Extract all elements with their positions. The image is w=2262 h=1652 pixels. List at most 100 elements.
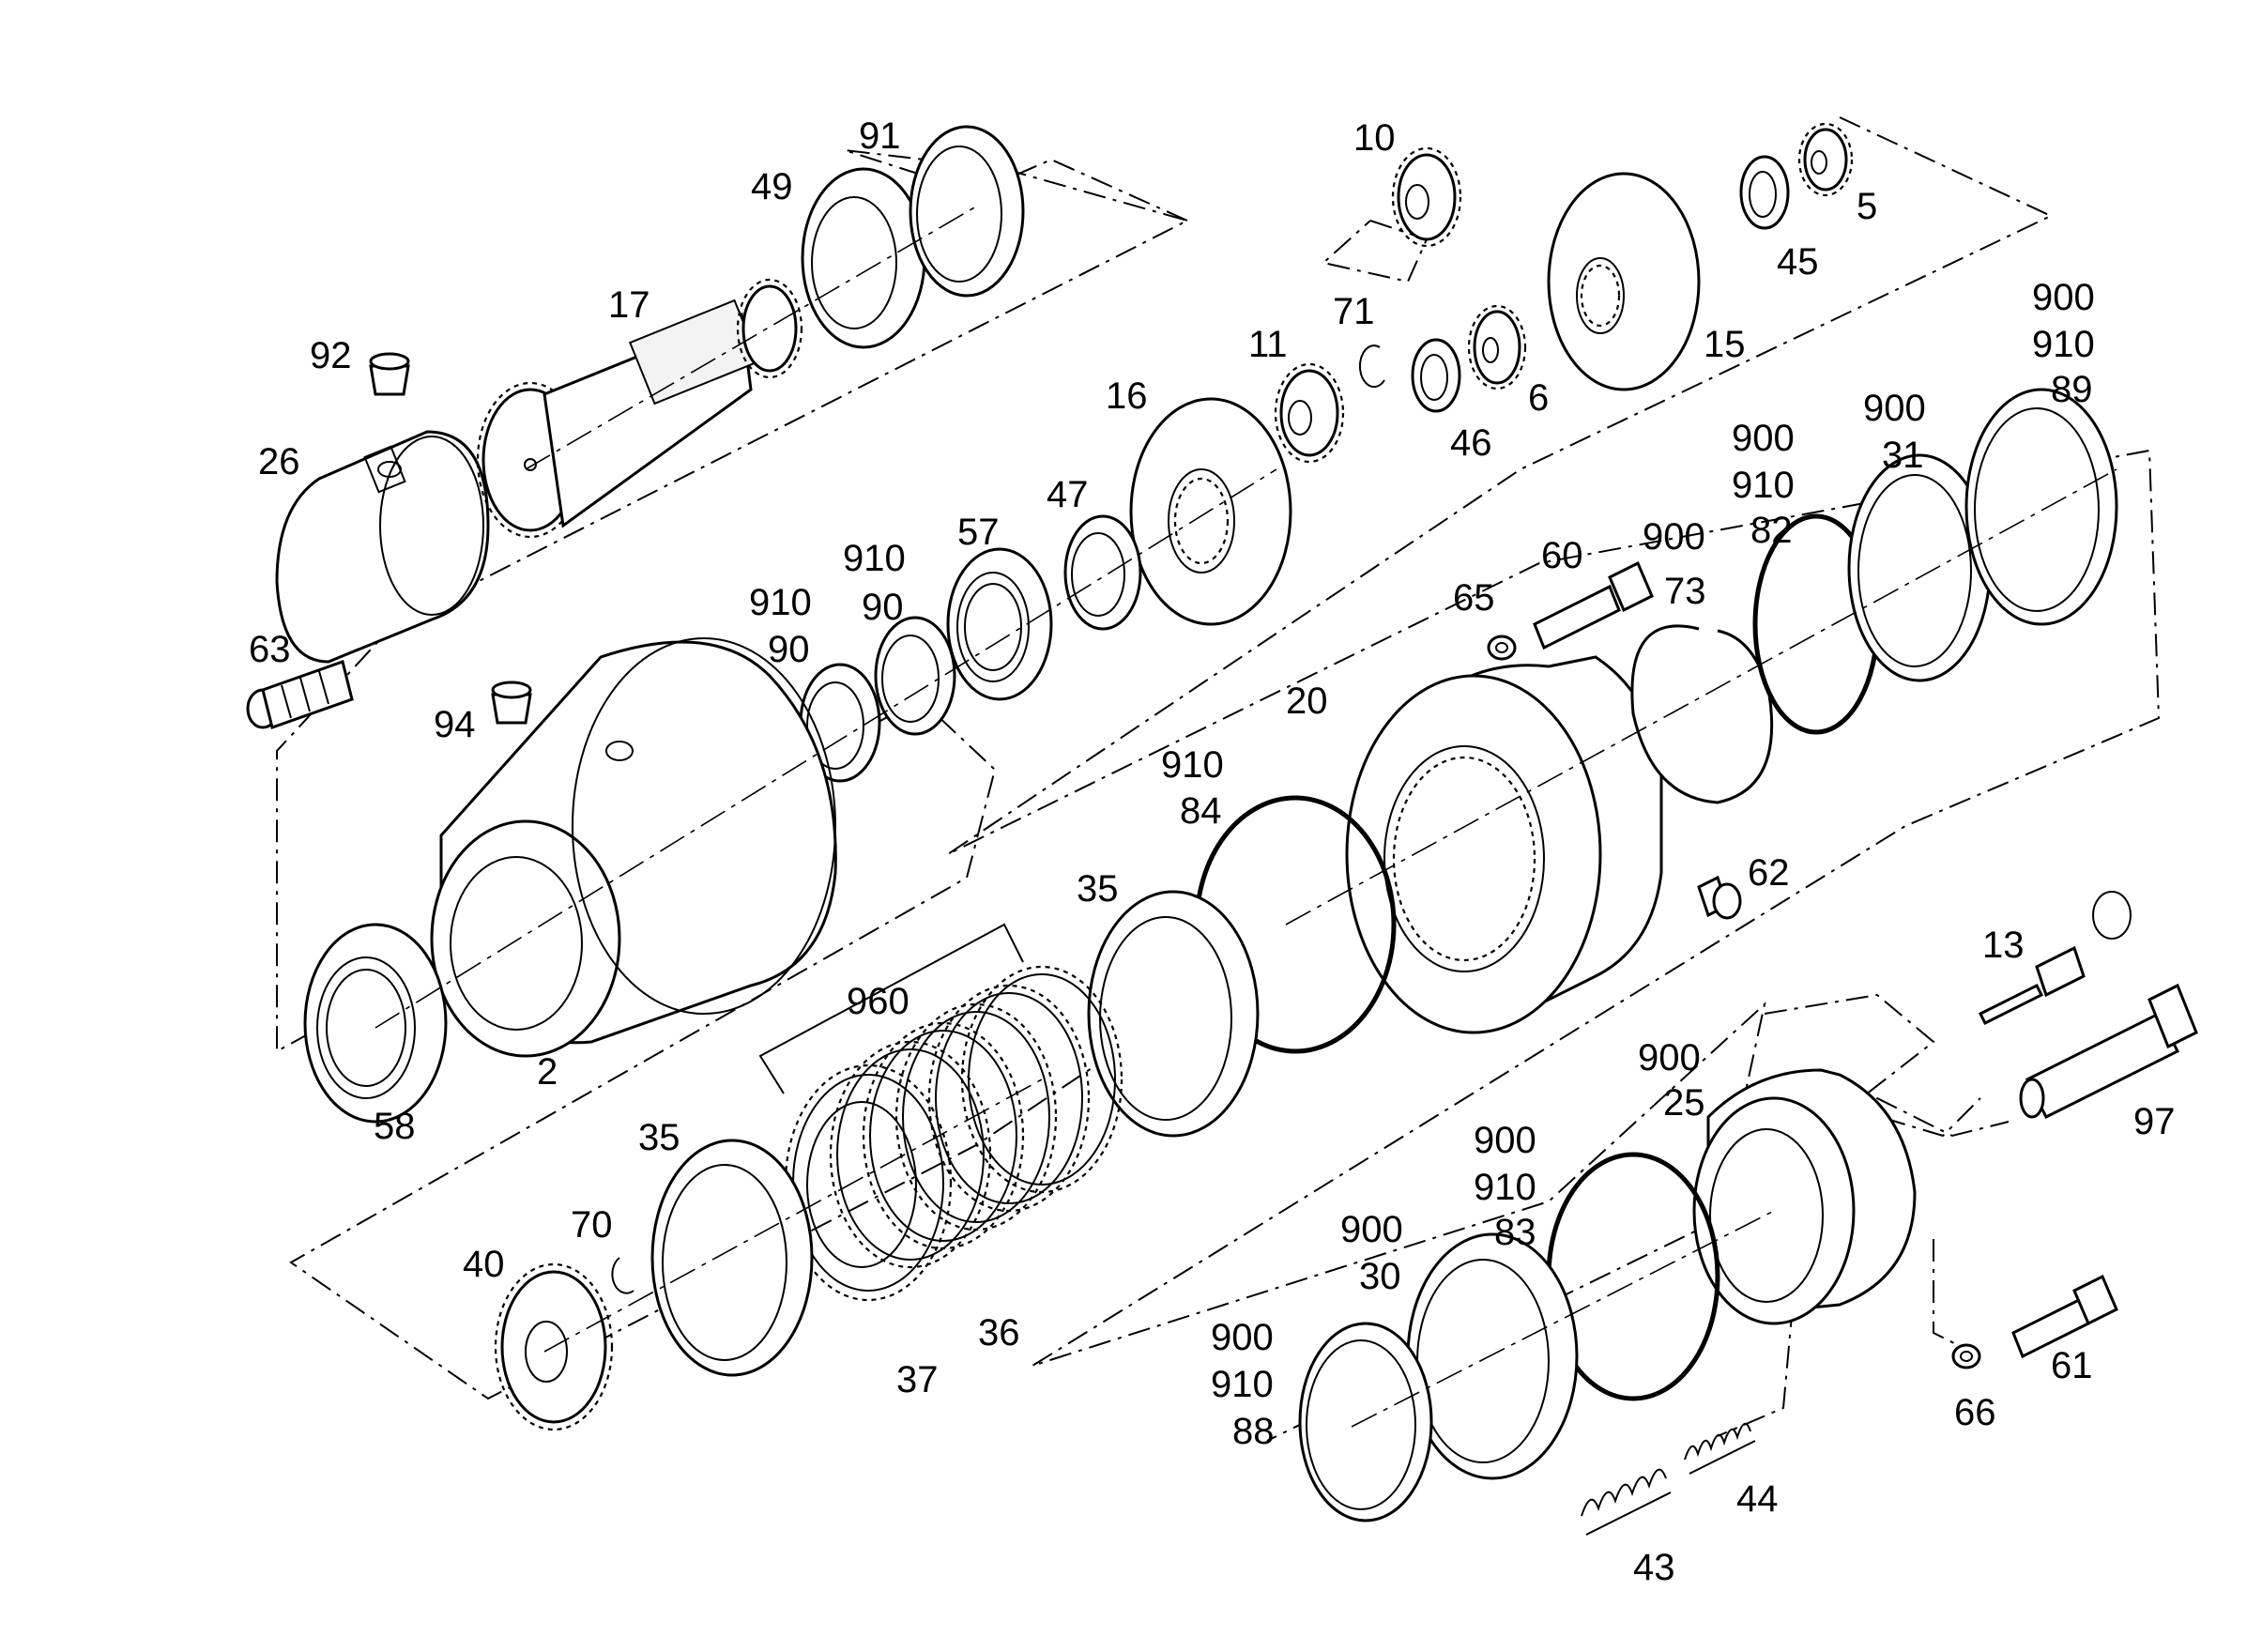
label-49: 49: [751, 166, 793, 207]
part-63-bolt: [246, 660, 354, 729]
label-57: 57: [957, 512, 1000, 553]
label-900: 900: [2032, 277, 2095, 318]
label-20: 20: [1286, 681, 1328, 722]
axis-right: [1285, 468, 2117, 925]
label-910: 910: [1732, 465, 1795, 506]
label-900: 900: [1863, 388, 1926, 429]
part-43-spring: [1581, 1468, 1672, 1536]
label-91: 91: [859, 115, 901, 157]
part-89-ring: [1964, 388, 2118, 626]
assembly-boundary-97: [1839, 1078, 2010, 1138]
label-45: 45: [1777, 241, 1819, 283]
disc-pack-960: [829, 965, 1123, 1269]
part-15-carrier: [1547, 172, 1701, 391]
assembly-boundary-gear-box: [1321, 220, 1429, 283]
assembly-boundary-66: [1933, 1239, 1972, 1353]
assembly-boundary-top: [844, 149, 1188, 222]
label-5: 5: [1857, 186, 1877, 227]
axis-shaft: [525, 206, 977, 470]
label-62: 62: [1748, 852, 1790, 894]
axis-upper: [374, 468, 1277, 1029]
label-90: 90: [862, 587, 904, 628]
part-66-washer: [1951, 1343, 1981, 1369]
bracket-960: [758, 923, 1024, 1094]
label-30: 30: [1359, 1256, 1401, 1297]
label-11: 11: [1248, 324, 1288, 365]
part-92-plug: [369, 352, 410, 396]
part-62-plug: [1697, 875, 1742, 920]
part-25-housing: [1692, 1068, 1917, 1325]
label-92: 92: [310, 335, 352, 376]
label-900: 900: [1474, 1120, 1536, 1161]
part-16-carrier: [1129, 397, 1292, 626]
label-73: 73: [1664, 571, 1706, 612]
label-900: 900: [1643, 516, 1705, 558]
label-90: 90: [768, 629, 810, 670]
part-45-washer: [1739, 155, 1790, 230]
label-82: 82: [1750, 510, 1793, 551]
label-84: 84: [1180, 790, 1222, 832]
part-90-ring-upper: [874, 616, 956, 736]
label-960: 960: [847, 981, 909, 1022]
label-910: 910: [749, 582, 812, 623]
part-88-ring: [1298, 1322, 1433, 1522]
label-900: 900: [1732, 418, 1795, 459]
label-89: 89: [2051, 369, 2093, 410]
part-49-bearing: [801, 167, 926, 349]
label-37: 37: [896, 1359, 939, 1400]
part-20-hub: [1345, 655, 1663, 1034]
part-35-ring-upper: [1087, 890, 1260, 1138]
label-910: 910: [1474, 1167, 1536, 1208]
label-16: 16: [1106, 375, 1148, 417]
label-61: 61: [2051, 1345, 2093, 1386]
part-61-bolt: [2011, 1274, 2118, 1359]
part-97-pin: [2019, 983, 2198, 1120]
label-97: 97: [2133, 1101, 2176, 1142]
label-43: 43: [1633, 1547, 1675, 1588]
label-47: 47: [1047, 474, 1089, 515]
label-44: 44: [1736, 1478, 1779, 1520]
part-58-bearing: [303, 923, 448, 1124]
part-11-gear: [1274, 362, 1345, 464]
label-900: 900: [1211, 1317, 1274, 1358]
part-44-spring: [1684, 1422, 1756, 1475]
part-70-circlip: [611, 1257, 634, 1294]
part-10-gear: [1391, 146, 1462, 248]
label-71: 71: [1333, 291, 1375, 332]
label-83: 83: [1494, 1212, 1536, 1253]
label-6: 6: [1528, 377, 1549, 419]
label-58: 58: [374, 1106, 416, 1147]
label-10: 10: [1353, 117, 1396, 159]
label-88: 88: [1232, 1411, 1275, 1452]
part-60-bolt: [1533, 560, 1654, 650]
part-30-piston: [1406, 1232, 1579, 1480]
label-35: 35: [1077, 868, 1119, 910]
part-6-gear: [1467, 304, 1527, 390]
label-25: 25: [1663, 1082, 1705, 1124]
assembly-boundary-sensor: [1764, 993, 1981, 1138]
part-35-ring-lower: [650, 1139, 814, 1377]
label-17: 17: [608, 284, 650, 326]
part-91-seal: [909, 125, 1025, 298]
part-71-circlip: [1358, 344, 1385, 389]
assembly-boundary-right: [947, 116, 2161, 1442]
label-13: 13: [1982, 925, 2025, 966]
label-2: 2: [537, 1051, 558, 1093]
label-35: 35: [638, 1117, 680, 1158]
part-94-plug: [491, 681, 532, 725]
label-36: 36: [978, 1312, 1020, 1354]
label-31: 31: [1882, 435, 1924, 476]
label-910: 910: [1161, 744, 1224, 786]
label-40: 40: [463, 1244, 505, 1285]
part-47-spacer: [1063, 514, 1142, 631]
part-65-washer: [1487, 635, 1517, 661]
label-910: 910: [2032, 324, 2095, 365]
label-70: 70: [571, 1204, 613, 1246]
label-26: 26: [258, 441, 300, 482]
label-910: 910: [1211, 1364, 1274, 1405]
label-94: 94: [434, 704, 476, 745]
label-46: 46: [1450, 422, 1492, 464]
part-13-sensor: [1978, 891, 2132, 1026]
assembly-boundary-spring: [1717, 1304, 1794, 1437]
